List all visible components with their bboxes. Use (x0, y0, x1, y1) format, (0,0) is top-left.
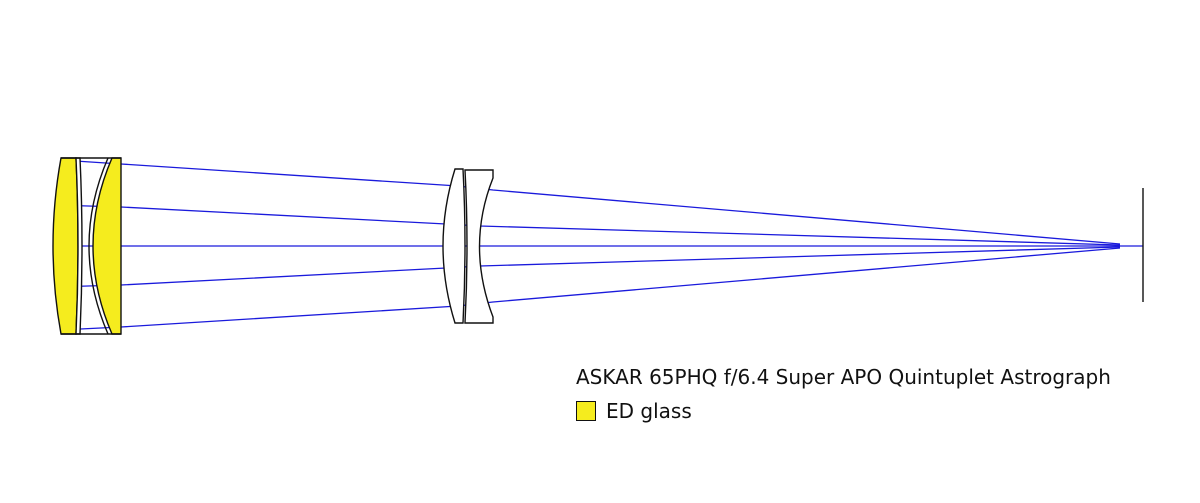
lens-element-3-ed (92, 157, 122, 335)
legend-label-ed-glass: ED glass (606, 399, 692, 423)
front-lens-group (52, 157, 122, 335)
ray-1 (59, 159, 1121, 245)
diagram-title: ASKAR 65PHQ f/6.4 Super APO Quintuplet A… (576, 365, 1111, 389)
lens-element-5 (464, 169, 494, 324)
lens-element-3-front-coat (88, 157, 109, 335)
light-rays (53, 159, 1143, 331)
rear-lens-group (442, 168, 494, 324)
lens-element-4 (442, 168, 466, 324)
legend: ED glass (576, 399, 692, 423)
front-cell (61, 157, 121, 335)
lens-element-1-ed (52, 157, 79, 335)
ray-5 (59, 247, 1121, 331)
legend-swatch-ed-glass (576, 401, 596, 421)
ray-2 (54, 204, 1121, 246)
ray-4 (54, 246, 1121, 288)
